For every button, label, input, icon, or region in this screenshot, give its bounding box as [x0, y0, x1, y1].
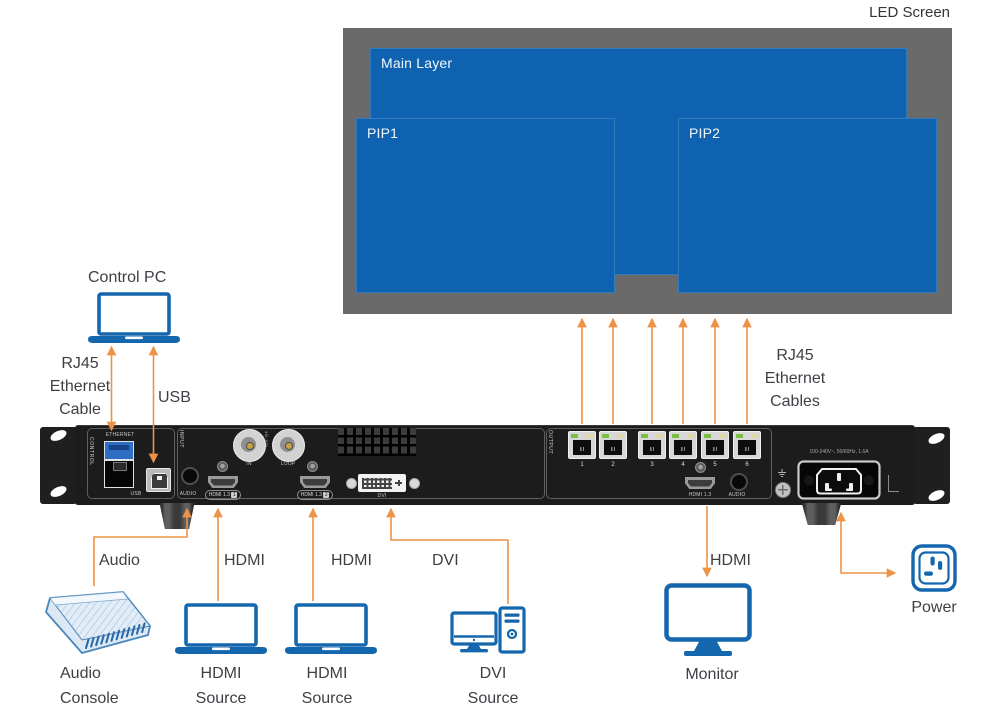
rack-hole: [48, 483, 69, 500]
main-layer-label: Main Layer: [381, 55, 453, 71]
monitor-icon: [664, 583, 752, 656]
vent-grille: [338, 428, 416, 456]
ethernet-usb3-port: [104, 441, 134, 460]
output-section: [546, 428, 772, 499]
dvi-screw: [346, 478, 357, 489]
usb-port-label: USB: [130, 491, 142, 497]
pip2-label: PIP2: [689, 125, 721, 141]
output-port-4: [669, 431, 697, 459]
output-port-number: 6: [745, 462, 749, 468]
output-section-label: OUTPUT: [547, 430, 553, 455]
audio-output-jack: [730, 473, 748, 491]
audio-console-label: Audio Console: [60, 665, 119, 707]
led-screen: Main Layer PIP1 PIP2: [343, 28, 952, 314]
monitor-label: Monitor: [685, 666, 739, 683]
hdmi-cable-2-label: HDMI: [331, 552, 372, 569]
output-port-number: 5: [713, 462, 717, 468]
sdi-loop-connector: [272, 429, 305, 462]
hdmi-source-2-icon: [285, 603, 377, 654]
dvi-input-label: DVI: [377, 493, 387, 499]
audio-console-icon: [45, 591, 151, 654]
rack-hole: [926, 430, 947, 447]
output-port-number: 1: [580, 462, 584, 468]
rack-hole: [48, 427, 69, 444]
video-processor-rear-panel: CONTROL ETHERNET USB INPUT AUDIO HDMI 1.…: [40, 425, 950, 529]
audio-input-label: AUDIO: [179, 491, 197, 497]
hdmi-source-2-label: HDMI Source: [301, 665, 353, 707]
rj45-cable-label: RJ45 Ethernet Cable: [49, 355, 111, 418]
dvi-source-label: DVI Source: [467, 665, 519, 707]
dvi-source-icon: [450, 606, 526, 654]
ground-icon: [778, 469, 786, 477]
audio-cable-label: Audio: [99, 552, 140, 569]
dvi-input-port: [358, 474, 406, 492]
pip1-layer: PIP1: [356, 118, 615, 293]
audio-input-jack: [181, 467, 199, 485]
output-port-number: 3: [650, 462, 654, 468]
control-section-label: CONTROL: [88, 437, 94, 466]
rack-ear-right: [913, 427, 950, 504]
output-port-number: 2: [611, 462, 615, 468]
hdmi-output-label: HDMI 1.3: [688, 492, 712, 498]
panel-screw: [307, 461, 318, 472]
output-port-number: 4: [681, 462, 685, 468]
output-port-1: [568, 431, 596, 459]
audio-output-label: AUDIO: [728, 492, 746, 498]
hdmi-cable-1-label: HDMI: [224, 552, 265, 569]
sdi-group-label: 3G-SDI: [264, 431, 269, 448]
usb-cable-label: USB: [158, 389, 191, 406]
panel-screw: [217, 461, 228, 472]
pip2-layer: PIP2: [678, 118, 937, 293]
cable-grommet-left: [159, 503, 195, 529]
ground-screw: [775, 482, 791, 498]
rack-ear-left: [40, 427, 77, 504]
input-section-label: INPUT: [178, 430, 184, 448]
control-section: [87, 428, 175, 499]
hdmi-out-cable-label: HDMI: [710, 552, 751, 569]
hdmi-source-1-icon: [175, 603, 267, 654]
corner-mark: [888, 475, 899, 492]
sdi-loop-label: LOOP: [280, 461, 296, 467]
output-port-5: [701, 431, 729, 459]
sdi-in-connector: [233, 429, 266, 462]
rj45-cables-label: RJ45 Ethernet Cables: [764, 347, 826, 410]
hdmi-input-2-port: [300, 476, 330, 488]
pip1-label: PIP1: [367, 125, 399, 141]
power-line: [836, 511, 897, 578]
power-label: Power: [911, 599, 957, 616]
power-outlet-icon: [911, 544, 957, 592]
rack-hole: [926, 487, 947, 504]
dvi-cable-label: DVI: [432, 552, 459, 569]
hdmi-input-1-port: [208, 476, 238, 488]
ethernet-rj45-port: [104, 460, 134, 488]
control-pc-label: Control PC: [88, 269, 167, 286]
output-port-3: [638, 431, 666, 459]
panel-screw: [695, 462, 706, 473]
led-screen-title: LED Screen: [869, 4, 950, 21]
ethernet-port-label: ETHERNET: [105, 432, 135, 438]
sdi-in-label: IN: [246, 461, 252, 467]
hdmi-output-port: [685, 477, 715, 489]
output-port-6: [733, 431, 761, 459]
hdmi-source-1-label: HDMI Source: [195, 665, 247, 707]
power-rating-text: 100-240V~, 50/60Hz, 1.6A: [809, 449, 869, 455]
output-port-2: [599, 431, 627, 459]
cable-grommet-right: [801, 503, 842, 525]
power-inlet: [797, 460, 881, 500]
usb-type-b-port: [146, 468, 171, 492]
control-pc-icon: [88, 292, 180, 343]
dvi-screw: [409, 478, 420, 489]
